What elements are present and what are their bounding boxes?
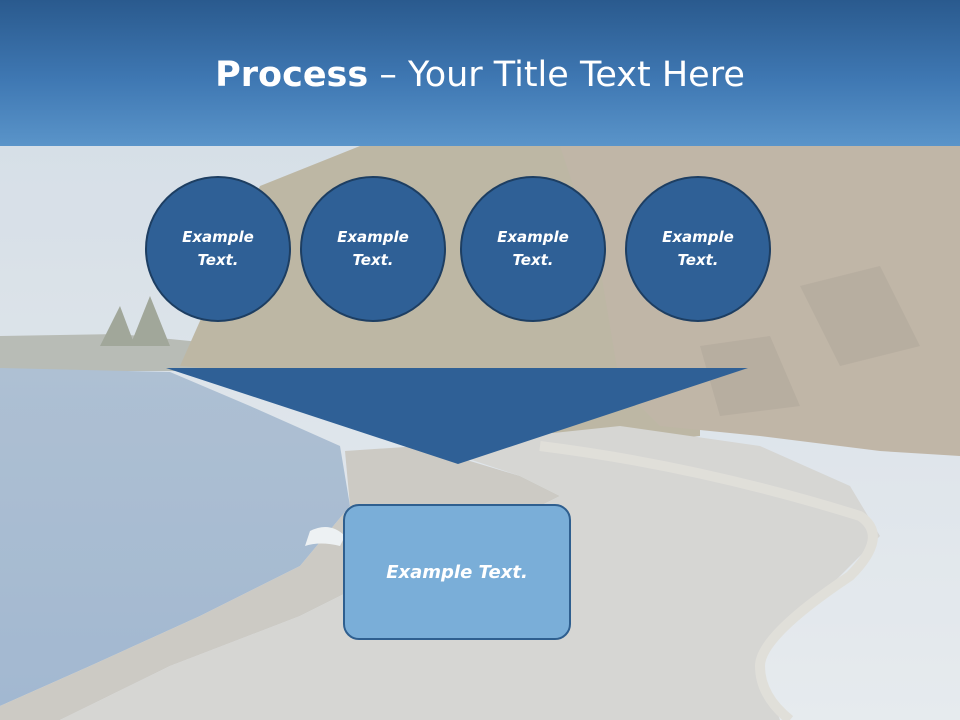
slide-title: Process – Your Title Text Here (0, 52, 960, 98)
title-banner (0, 0, 960, 146)
example-circle-4: Example Text. (625, 176, 771, 322)
example-circle-3: Example Text. (460, 176, 606, 322)
circle-4-text: Example Text. (662, 228, 734, 269)
result-box: Example Text. (343, 504, 571, 640)
example-circle-1: Example Text. (145, 176, 291, 322)
result-box-text: Example Text. (386, 561, 528, 583)
circle-1-text: Example Text. (182, 228, 254, 269)
title-bold: Process (215, 55, 369, 95)
title-rest: – Your Title Text Here (368, 55, 745, 95)
circle-3-text: Example Text. (497, 228, 569, 269)
circle-2-text: Example Text. (337, 228, 409, 269)
example-circle-2: Example Text. (300, 176, 446, 322)
